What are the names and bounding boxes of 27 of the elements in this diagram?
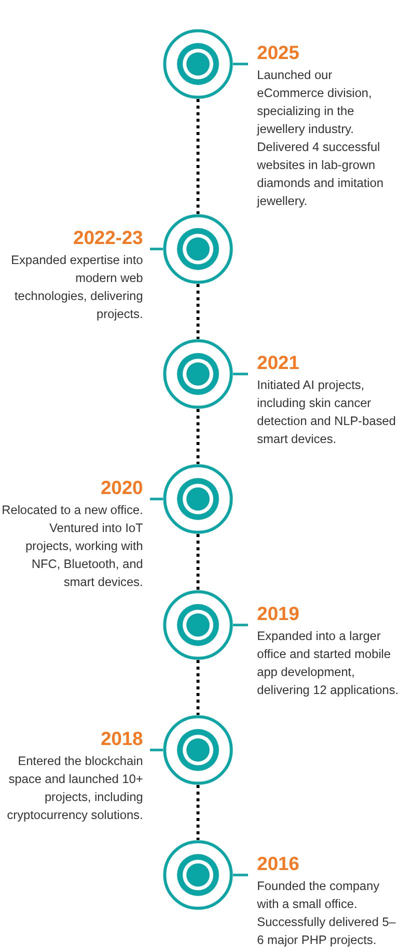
connector-line (150, 748, 163, 752)
year-heading: 2020 (100, 479, 143, 499)
connector-line (233, 62, 248, 66)
year-heading: 2019 (257, 605, 300, 625)
dotted-timeline-line (196, 660, 200, 715)
year-heading: 2016 (257, 855, 300, 875)
milestone-description: Expanded expertise into modern web technologies, delivering projects. (10, 252, 143, 323)
year-heading: 2018 (100, 730, 143, 750)
dotted-timeline-line (196, 534, 200, 590)
dotted-timeline-line (196, 785, 200, 840)
dotted-timeline-line (196, 284, 200, 339)
dotted-timeline-line (196, 99, 200, 214)
milestone-description: Launched our eCommerce division, specializing in the jewellery industry. Delivered 4 successful websites in lab-grown diamonds and imitation jewellery. (257, 67, 384, 210)
year-heading: 2022-23 (73, 229, 143, 249)
connector-line (150, 498, 163, 500)
milestone-description: Initiated AI projects, including skin cancer detection and NLP-based smart devices. (257, 377, 397, 448)
milestone-description: Expanded into a larger office and started mobile app development, delivering 12 applications. (257, 628, 400, 699)
dotted-timeline-line (196, 409, 200, 464)
milestone-description: Relocated to a new office. Ventured into IoT projects, working with NFC, Bluetooth, and smart devices. (0, 502, 143, 591)
connector-line (150, 248, 163, 250)
milestone-description: Founded the company with a small office. Successfully delivered 5–6 major PHP projects. (257, 878, 397, 948)
connector-line (233, 624, 248, 626)
year-heading: 2021 (257, 354, 300, 374)
connector-line (233, 372, 248, 376)
milestone-description: Entered the blockchain space and launched 10+ projects, including cryptocurrency solutions. (6, 753, 143, 824)
connector-line (233, 874, 248, 876)
year-heading: 2025 (257, 44, 300, 64)
